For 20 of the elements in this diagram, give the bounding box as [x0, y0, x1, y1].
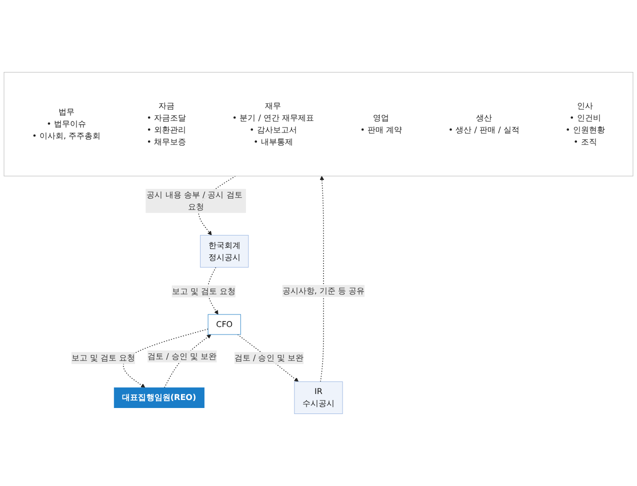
edge-label: 보고 및 검토 요청	[172, 286, 236, 296]
node-text: 재무 • 분기 / 연간 재무제표 • 감사보고서 • 내부통제	[232, 101, 314, 147]
arrow	[123, 328, 208, 388]
node-box: IR 수시공시	[294, 381, 343, 414]
edge-label: 검토 / 승인 및 보완	[148, 351, 217, 361]
node-box: 한국회계 정시공시	[200, 234, 249, 268]
edge-label: 보고 및 검토 요청	[71, 353, 136, 363]
edge-label: 공시사항, 기준 등 공유	[282, 286, 365, 296]
arrow	[207, 266, 218, 315]
node-text: 영업 • 판매 계약	[360, 113, 402, 135]
node-text: 자금 • 자금조달 • 외환관리 • 채무보증	[146, 101, 186, 147]
cluster	[4, 72, 634, 176]
edge-label: 검토 / 승인 및 보완	[234, 353, 304, 363]
node-box: CFO	[208, 314, 241, 335]
edge-label: 공시 내용 송부 / 공시 검토 요청	[146, 190, 242, 212]
node-box: 대표집행임원(REO)	[114, 387, 204, 408]
arrow	[320, 176, 324, 382]
node-text: 법무 • 법무이슈 • 이사회, 주주총회	[32, 107, 101, 141]
node-text: 인사 • 인건비 • 인원현황 • 조직	[566, 101, 605, 147]
node-text: 생산 • 생산 / 판매 / 실적	[448, 113, 520, 135]
